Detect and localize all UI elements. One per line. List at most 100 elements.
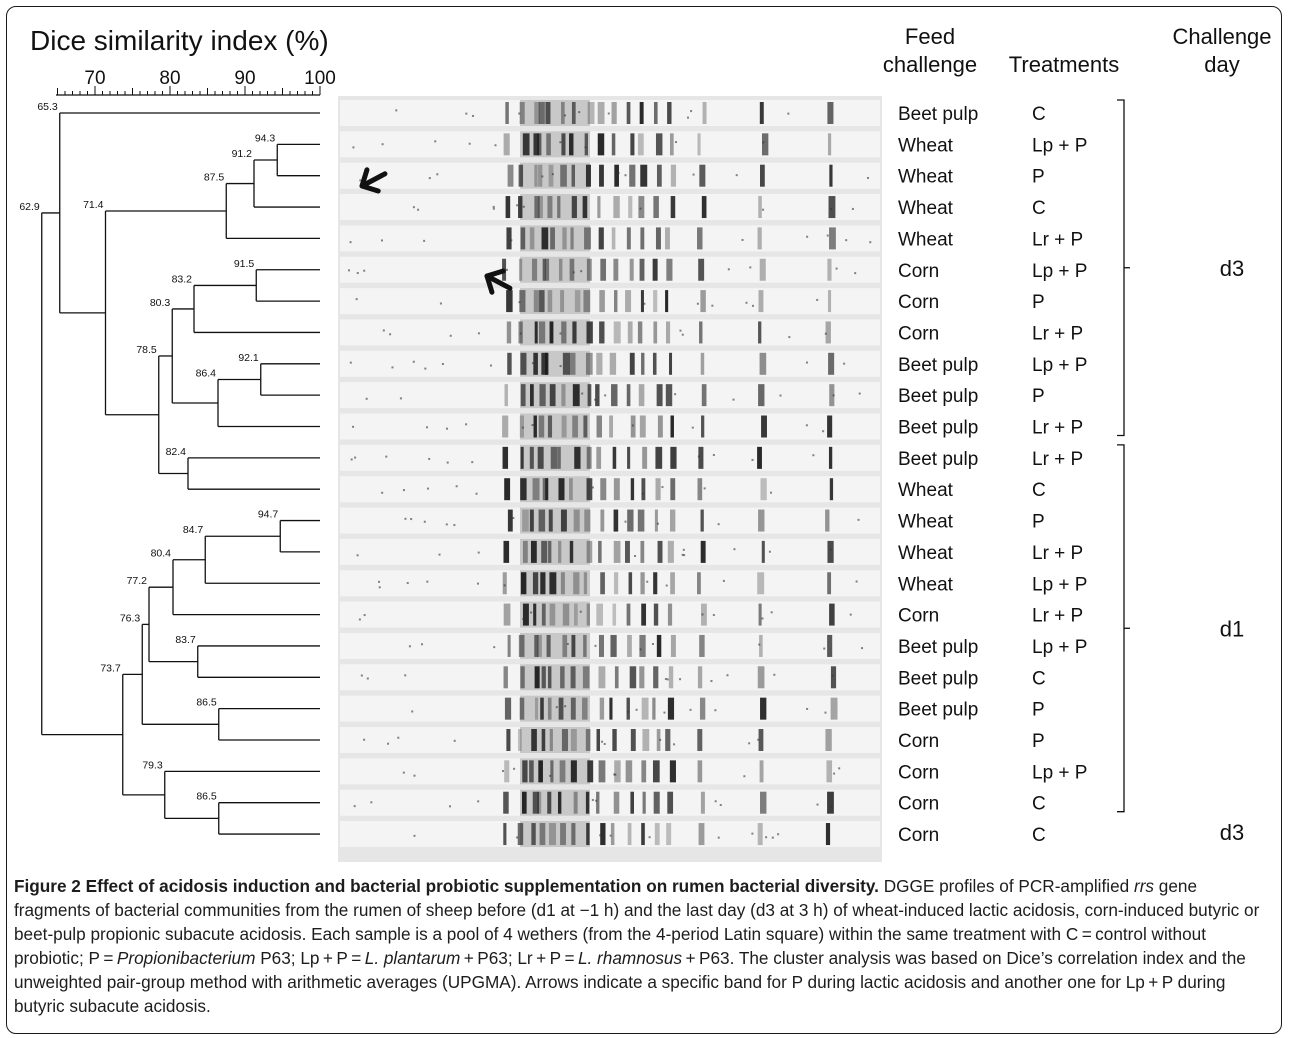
gel-band — [520, 384, 526, 407]
gel-band — [529, 446, 534, 469]
figure-caption: Figure 2 Effect of acidosis induction an… — [14, 874, 1276, 1018]
node-similarity-label: 82.4 — [166, 446, 187, 458]
gel-speck — [751, 832, 754, 835]
gel-speck — [423, 520, 426, 523]
gel-speck — [701, 613, 704, 616]
gel-band — [562, 227, 567, 250]
gel-speck — [584, 146, 587, 149]
gel-band — [558, 540, 562, 563]
gel-band — [666, 823, 672, 846]
node-similarity-label: 92.1 — [238, 352, 259, 364]
gel-band — [558, 258, 563, 281]
gel-band — [599, 290, 605, 313]
gel-speck — [857, 518, 860, 521]
gel-band — [697, 227, 703, 250]
gel-lane — [340, 821, 880, 848]
lane-feed-label: Corn — [898, 762, 939, 783]
gel-band — [560, 823, 566, 846]
lane-feed-label: Corn — [898, 794, 939, 815]
gel-band — [519, 290, 526, 313]
gel-speck — [513, 767, 516, 770]
arrow-shaft — [359, 171, 388, 189]
gel-speck — [438, 553, 441, 556]
caption-rrs: rrs — [1133, 876, 1155, 896]
gel-band — [569, 540, 574, 563]
lane-treatment-label: C — [1032, 480, 1046, 501]
gel-speck — [765, 836, 768, 839]
gel-band — [757, 666, 765, 689]
gel-speck — [489, 364, 492, 367]
gel-speck — [855, 580, 858, 583]
gel-speck — [613, 773, 616, 776]
gel-band — [627, 321, 633, 344]
gel-band — [669, 352, 673, 375]
treatments-header: Treatments — [1009, 52, 1119, 77]
gel-band — [699, 321, 703, 344]
gel-band — [758, 196, 762, 219]
gel-speck — [666, 678, 669, 681]
gel-lane-body — [340, 664, 880, 691]
gel-band — [573, 509, 580, 532]
lane-treatment-label: C — [1032, 668, 1046, 689]
gel-speck — [771, 836, 774, 839]
gel-band — [545, 478, 549, 501]
gel-band — [641, 603, 647, 626]
gel-band — [639, 634, 646, 657]
gel-speck — [348, 269, 351, 272]
gel-band — [596, 603, 603, 626]
gel-band — [700, 540, 706, 563]
gel-speck — [762, 208, 765, 211]
gel-speck — [712, 613, 715, 616]
lane-treatment-label: Lr + P — [1032, 543, 1083, 564]
gel-speck — [566, 642, 569, 645]
lane-treatment-label: C — [1032, 794, 1046, 815]
gel-lane — [340, 382, 880, 409]
gel-speck — [503, 584, 506, 587]
gel-speck — [516, 836, 519, 839]
gel-lane — [340, 225, 880, 252]
gel-lane-body — [340, 382, 880, 409]
gel-speck — [609, 834, 612, 837]
gel-speck — [352, 425, 355, 428]
gel-band — [655, 133, 663, 156]
gel-band — [582, 196, 588, 219]
gel-band — [534, 102, 540, 124]
gel-band — [640, 164, 648, 187]
gel-band — [639, 102, 644, 124]
gel-band — [519, 697, 525, 720]
gel-speck — [410, 518, 413, 521]
lane-feed-label: Beet pulp — [898, 449, 978, 470]
gel-speck — [762, 141, 765, 144]
gel-band — [533, 290, 540, 313]
gel-band — [642, 446, 648, 469]
gel-band — [518, 258, 523, 281]
gel-speck — [581, 392, 584, 395]
gel-band — [570, 697, 576, 720]
gel-band — [597, 102, 605, 124]
gel-band — [700, 290, 706, 313]
gel-band — [542, 258, 547, 281]
gel-band — [587, 102, 595, 124]
gel-band — [561, 102, 565, 124]
gel-speck — [601, 740, 604, 743]
gel-speck — [522, 205, 525, 208]
gel-band — [532, 572, 539, 595]
gel-speck — [733, 548, 736, 551]
gel-speck — [594, 398, 597, 401]
gel-band — [699, 697, 706, 720]
gel-band — [652, 258, 658, 281]
caption-propionibacterium: Propionibacterium — [116, 948, 256, 968]
gel-speck — [572, 271, 575, 274]
gel-speck — [674, 141, 677, 144]
gel-speck — [661, 486, 664, 489]
gel-band — [630, 133, 635, 156]
gel-band — [667, 540, 674, 563]
gel-band — [670, 446, 677, 469]
gel-band — [569, 352, 576, 375]
gel-speck — [824, 332, 827, 335]
gel-band — [614, 290, 618, 313]
gel-band — [827, 791, 834, 814]
gel-band — [538, 102, 545, 124]
gel-speck — [648, 836, 651, 839]
gel-speck — [428, 457, 431, 460]
